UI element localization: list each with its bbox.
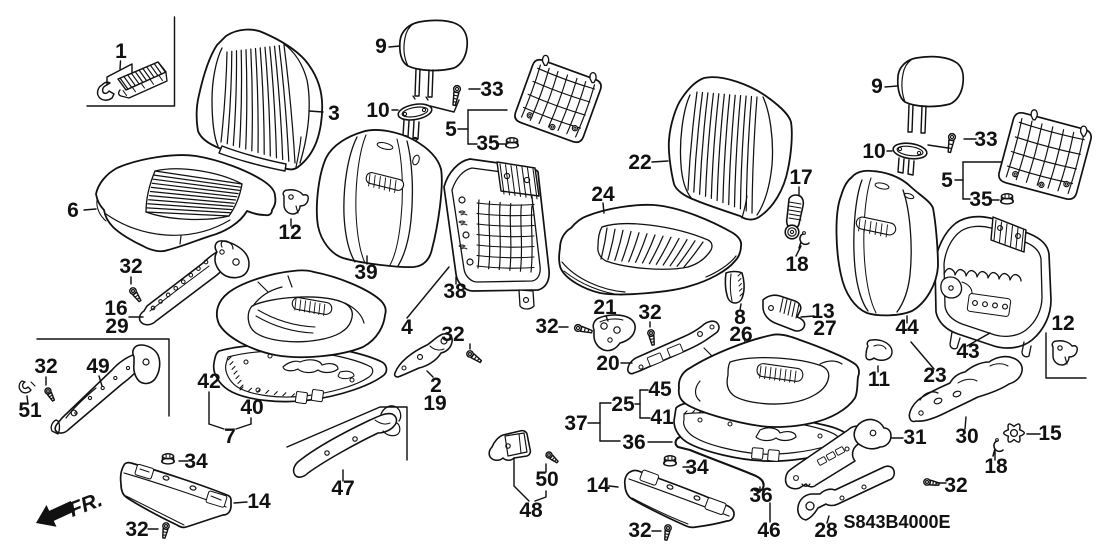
svg-text:37: 37	[564, 412, 587, 435]
svg-text:5: 5	[941, 169, 953, 192]
svg-text:19: 19	[423, 392, 446, 415]
svg-text:43: 43	[956, 340, 979, 363]
svg-text:10: 10	[366, 99, 389, 122]
svg-text:9: 9	[871, 75, 883, 98]
svg-text:42: 42	[197, 370, 220, 393]
svg-text:35: 35	[969, 188, 993, 211]
svg-text:6: 6	[67, 199, 79, 222]
svg-text:29: 29	[105, 315, 128, 338]
svg-text:35: 35	[476, 132, 500, 155]
svg-text:S843B4000E: S843B4000E	[843, 512, 950, 532]
svg-text:14: 14	[247, 490, 271, 513]
svg-text:21: 21	[593, 296, 617, 319]
svg-text:26: 26	[729, 323, 752, 346]
svg-text:45: 45	[648, 378, 672, 401]
svg-text:41: 41	[650, 406, 674, 429]
svg-text:51: 51	[18, 399, 42, 422]
svg-text:4: 4	[401, 316, 413, 339]
svg-text:10: 10	[862, 140, 885, 163]
svg-text:11: 11	[868, 368, 891, 391]
svg-text:38: 38	[443, 280, 467, 303]
svg-text:32: 32	[441, 323, 464, 346]
svg-text:48: 48	[519, 499, 543, 522]
svg-text:23: 23	[923, 364, 946, 387]
svg-text:36: 36	[622, 431, 645, 454]
svg-text:39: 39	[354, 261, 377, 284]
svg-text:34: 34	[184, 450, 208, 473]
svg-text:2: 2	[430, 374, 442, 397]
svg-text:8: 8	[734, 306, 746, 329]
svg-text:9: 9	[375, 35, 387, 58]
svg-text:13: 13	[811, 300, 834, 323]
svg-text:50: 50	[535, 468, 558, 491]
svg-text:12: 12	[1051, 312, 1074, 335]
svg-text:1: 1	[115, 40, 127, 63]
svg-text:49: 49	[86, 355, 109, 378]
svg-text:31: 31	[903, 426, 927, 449]
svg-text:16: 16	[104, 297, 127, 320]
svg-text:44: 44	[895, 316, 919, 339]
svg-text:5: 5	[445, 118, 457, 141]
svg-text:46: 46	[757, 519, 780, 542]
svg-text:32: 32	[119, 255, 142, 278]
svg-text:3: 3	[328, 102, 340, 125]
svg-text:36: 36	[749, 484, 772, 507]
svg-text:32: 32	[638, 301, 661, 324]
svg-text:32: 32	[628, 519, 651, 542]
svg-text:32: 32	[944, 474, 967, 497]
svg-text:17: 17	[789, 166, 812, 189]
svg-text:32: 32	[125, 518, 148, 541]
svg-text:18: 18	[984, 455, 1008, 478]
svg-text:40: 40	[240, 396, 263, 419]
svg-text:15: 15	[1038, 422, 1062, 445]
svg-text:20: 20	[596, 352, 619, 375]
svg-text:33: 33	[974, 128, 997, 151]
svg-text:12: 12	[278, 221, 301, 244]
svg-text:33: 33	[480, 78, 503, 101]
svg-text:25: 25	[611, 393, 635, 416]
svg-text:32: 32	[34, 355, 57, 378]
svg-text:30: 30	[955, 425, 978, 448]
svg-text:14: 14	[586, 474, 610, 497]
svg-text:34: 34	[685, 456, 709, 479]
svg-text:47: 47	[331, 477, 354, 500]
svg-text:28: 28	[814, 519, 838, 542]
svg-text:18: 18	[785, 253, 809, 276]
svg-text:24: 24	[591, 183, 615, 206]
svg-text:27: 27	[813, 317, 836, 340]
svg-text:7: 7	[224, 425, 236, 448]
svg-text:32: 32	[535, 315, 558, 338]
svg-text:22: 22	[628, 151, 651, 174]
